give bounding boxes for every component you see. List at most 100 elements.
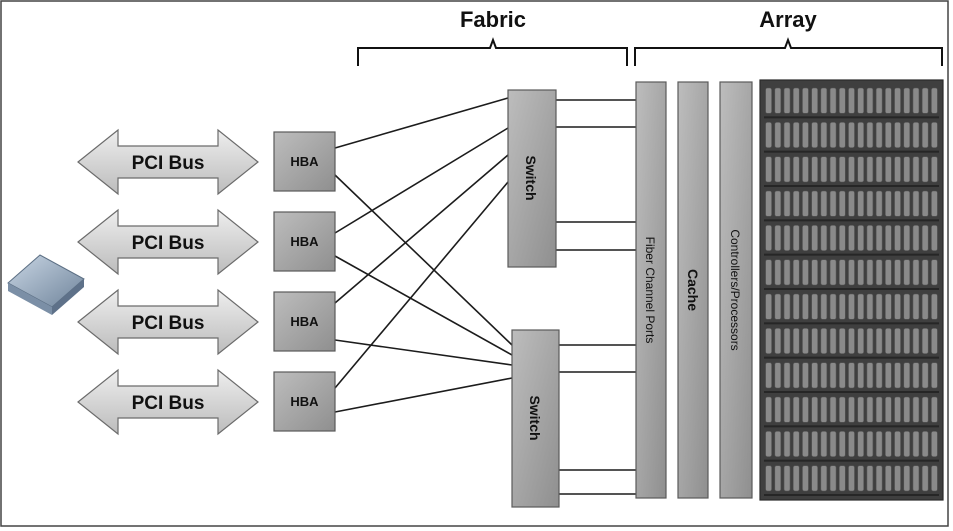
disk-drive bbox=[783, 190, 791, 217]
hba-label: HBA bbox=[290, 394, 319, 409]
disk-drive bbox=[774, 431, 782, 457]
disk-drive bbox=[829, 431, 837, 457]
disk-drive bbox=[931, 293, 938, 320]
disk-drive bbox=[838, 122, 846, 148]
disk-drive bbox=[903, 293, 911, 320]
disk-drive bbox=[931, 87, 938, 114]
disk-drive bbox=[774, 465, 782, 492]
disk-drive bbox=[820, 122, 828, 148]
disk-drive bbox=[829, 190, 837, 217]
disk-drive bbox=[802, 122, 809, 148]
disk-drive bbox=[802, 431, 809, 457]
disk-drive bbox=[885, 225, 892, 251]
disk-drive bbox=[820, 396, 828, 423]
pci-bus-arrows: PCI Bus PCI Bus PCI Bus PCI Bus bbox=[77, 128, 259, 436]
disk-drive bbox=[792, 465, 800, 492]
disk-shelf-divider bbox=[764, 219, 939, 222]
disk-drive bbox=[931, 362, 938, 389]
disk-drive bbox=[792, 362, 800, 389]
disk-drive bbox=[802, 465, 809, 492]
disk-drive bbox=[931, 396, 938, 423]
disk-drive bbox=[811, 465, 818, 492]
disk-drive bbox=[921, 225, 929, 251]
disk-drive bbox=[811, 396, 818, 423]
pci-bus-label: PCI Bus bbox=[132, 313, 205, 334]
disk-drive bbox=[912, 465, 920, 492]
disk-drive bbox=[894, 225, 901, 251]
disk-drive bbox=[857, 190, 865, 217]
disk-drive bbox=[829, 87, 837, 114]
disk-drive bbox=[848, 465, 855, 492]
disk-drive bbox=[857, 465, 865, 492]
disk-drive bbox=[903, 156, 911, 183]
disk-drive bbox=[765, 87, 772, 114]
disk-drive bbox=[885, 396, 892, 423]
disk-drive bbox=[848, 122, 855, 148]
disk-drive bbox=[885, 328, 892, 354]
disk-drive bbox=[802, 293, 809, 320]
disk-drive bbox=[774, 362, 782, 389]
disk-drive bbox=[783, 156, 791, 183]
disk-drive bbox=[811, 362, 818, 389]
hba-box-1: HBA bbox=[273, 131, 336, 192]
disk-drive bbox=[885, 293, 892, 320]
pci-bus-arrow-1: PCI Bus bbox=[77, 128, 259, 196]
disk-drive bbox=[903, 225, 911, 251]
disk-drive bbox=[875, 293, 883, 320]
disk-shelf-divider bbox=[764, 356, 939, 359]
disk-drive bbox=[894, 328, 901, 354]
pci-bus-arrow-3: PCI Bus bbox=[77, 288, 259, 356]
disk-drive bbox=[903, 190, 911, 217]
disk-drive bbox=[903, 87, 911, 114]
disk-drive bbox=[838, 328, 846, 354]
disk-drive bbox=[820, 362, 828, 389]
disk-drive bbox=[857, 122, 865, 148]
disk-drive bbox=[848, 362, 855, 389]
disk-drive bbox=[783, 122, 791, 148]
disk-drive bbox=[792, 225, 800, 251]
disk-drive bbox=[912, 293, 920, 320]
disk-drive bbox=[894, 396, 901, 423]
hba-label: HBA bbox=[290, 234, 319, 249]
disk-drive bbox=[802, 328, 809, 354]
link-hba4-switch1 bbox=[334, 181, 509, 389]
disk-drive bbox=[875, 465, 883, 492]
disk-drive bbox=[848, 396, 855, 423]
disk-drive bbox=[894, 362, 901, 389]
disk-shelf-divider bbox=[764, 185, 939, 187]
disk-drive bbox=[894, 190, 901, 217]
disk-drive bbox=[802, 362, 809, 389]
switch-1: Switch bbox=[507, 89, 557, 268]
disk-drive bbox=[783, 431, 791, 457]
disk-drive bbox=[912, 156, 920, 183]
disk-drive bbox=[866, 87, 874, 114]
disk-drive bbox=[903, 328, 911, 354]
disk-drive bbox=[792, 259, 800, 286]
disk-drive bbox=[857, 293, 865, 320]
disk-drive bbox=[792, 431, 800, 457]
disk-drive bbox=[792, 396, 800, 423]
disk-drive bbox=[848, 190, 855, 217]
disk-drive bbox=[792, 190, 800, 217]
pci-bus-label: PCI Bus bbox=[132, 233, 205, 254]
disk-drive bbox=[894, 156, 901, 183]
disk-shelf-divider bbox=[764, 288, 939, 290]
disk-drive bbox=[765, 328, 772, 354]
disk-drive bbox=[829, 465, 837, 492]
link-hba4-switch2 bbox=[334, 377, 513, 413]
disk-drive bbox=[875, 431, 883, 457]
hba-label: HBA bbox=[290, 314, 319, 329]
disk-drive bbox=[820, 328, 828, 354]
disk-drive bbox=[829, 293, 837, 320]
disk-drive bbox=[866, 122, 874, 148]
disk-drive bbox=[829, 396, 837, 423]
disk-drive bbox=[903, 259, 911, 286]
disk-drive bbox=[811, 293, 818, 320]
disk-drive bbox=[829, 225, 837, 251]
disk-drive bbox=[774, 293, 782, 320]
disk-drive bbox=[894, 293, 901, 320]
disk-drive bbox=[875, 156, 883, 183]
disk-drive bbox=[931, 225, 938, 251]
disk-drive bbox=[792, 293, 800, 320]
